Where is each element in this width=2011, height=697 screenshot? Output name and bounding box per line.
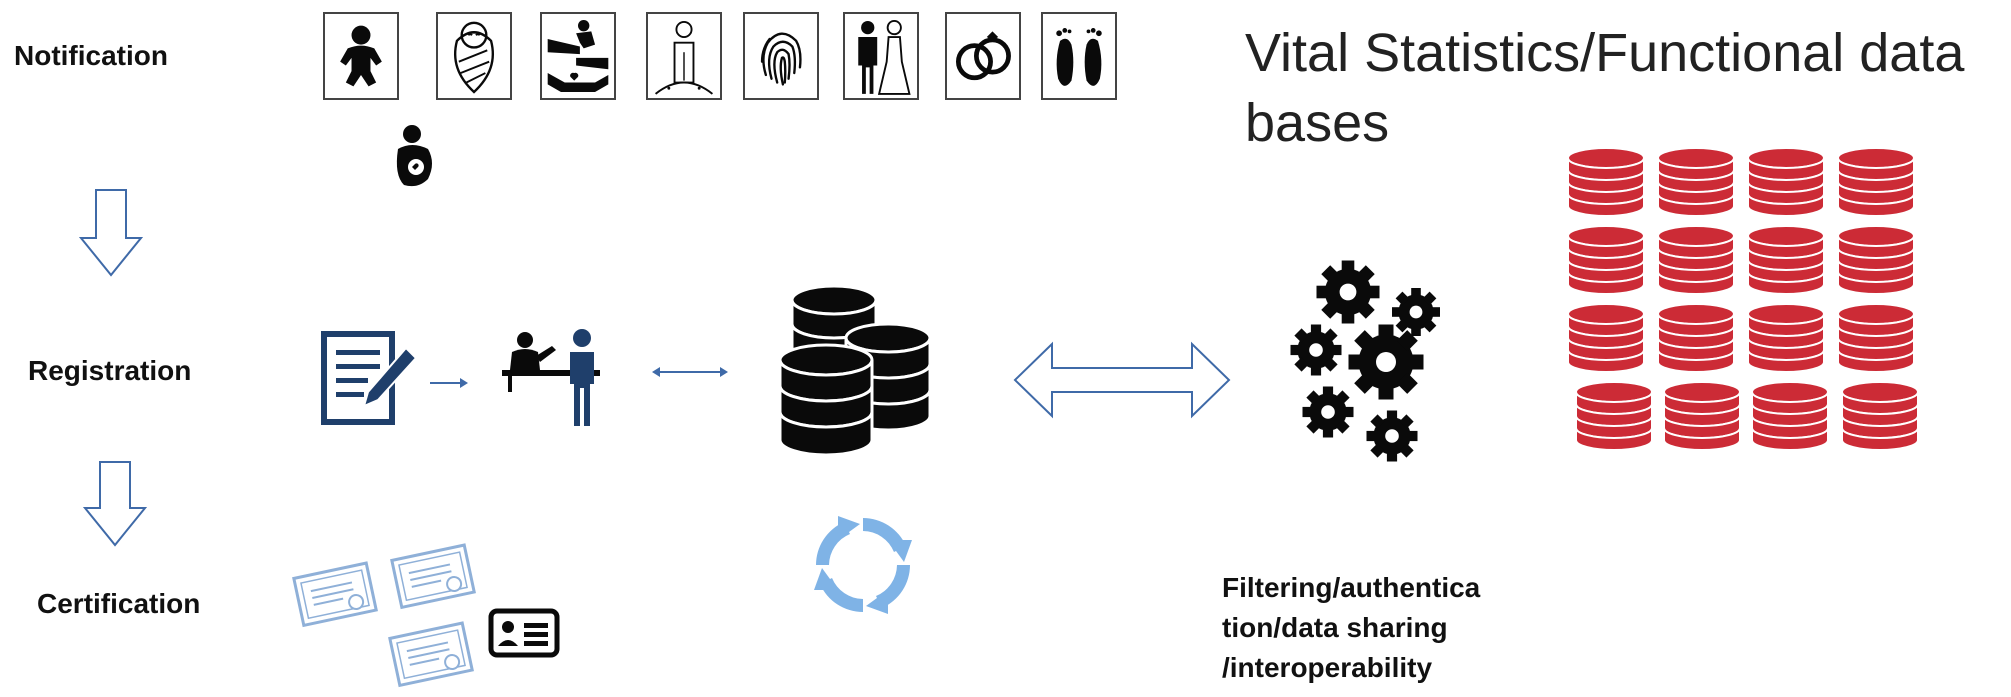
adoption-hands-icon xyxy=(540,12,616,100)
database-red-icon xyxy=(1567,303,1645,373)
mother-baby-icon xyxy=(396,125,432,187)
database-red-icon xyxy=(1747,147,1825,217)
database-red-icon xyxy=(1841,381,1919,451)
database-red-icon xyxy=(1657,303,1735,373)
flow-arrow-icon xyxy=(430,378,468,388)
database-red-icon xyxy=(1747,303,1825,373)
swaddled-newborn-icon xyxy=(436,12,512,100)
filtering-caption: Filtering/authentica tion/data sharing /… xyxy=(1222,572,1481,683)
wedding-rings-icon xyxy=(945,12,1021,100)
database-red-icon xyxy=(1751,381,1829,451)
registrar-desk-icon xyxy=(502,329,600,426)
database-red-icon xyxy=(1567,225,1645,295)
data-exchange-arrow-icon xyxy=(1013,341,1231,419)
wedding-couple-icon xyxy=(843,12,919,100)
deceased-person-icon xyxy=(646,12,722,100)
down-arrow-icon xyxy=(78,189,144,277)
sync-cycle-icon xyxy=(814,516,912,614)
gears-icon xyxy=(1290,260,1440,462)
exchange-arrow-icon xyxy=(652,367,728,377)
database-red-icon xyxy=(1747,225,1825,295)
database-red-icon xyxy=(1837,303,1915,373)
fingerprint-icon xyxy=(743,12,819,100)
database-red-icon xyxy=(1837,225,1915,295)
registration-form-icon xyxy=(321,331,418,425)
database-red-icon xyxy=(1567,147,1645,217)
database-red-icon xyxy=(1575,381,1653,451)
vital-statistics-title: Vital Statistics/Functional data bases xyxy=(1245,23,1965,153)
functional-databases-grid xyxy=(1567,147,1919,451)
footprints-icon xyxy=(1041,12,1117,100)
down-arrow-icon xyxy=(82,461,148,547)
database-red-icon xyxy=(1657,147,1735,217)
stage-notification-label: Notification xyxy=(14,40,168,71)
id-card-icon xyxy=(488,608,560,658)
certificate-icon xyxy=(390,543,476,610)
baby-icon xyxy=(323,12,399,100)
stage-certification-label: Certification xyxy=(37,588,201,619)
central-database-icon xyxy=(778,284,932,457)
database-red-icon xyxy=(1657,225,1735,295)
certificate-icon xyxy=(388,621,474,688)
stage-registration-label: Registration xyxy=(28,355,192,386)
database-red-icon xyxy=(1837,147,1915,217)
database-red-icon xyxy=(1663,381,1741,451)
certificate-icon xyxy=(292,561,378,628)
